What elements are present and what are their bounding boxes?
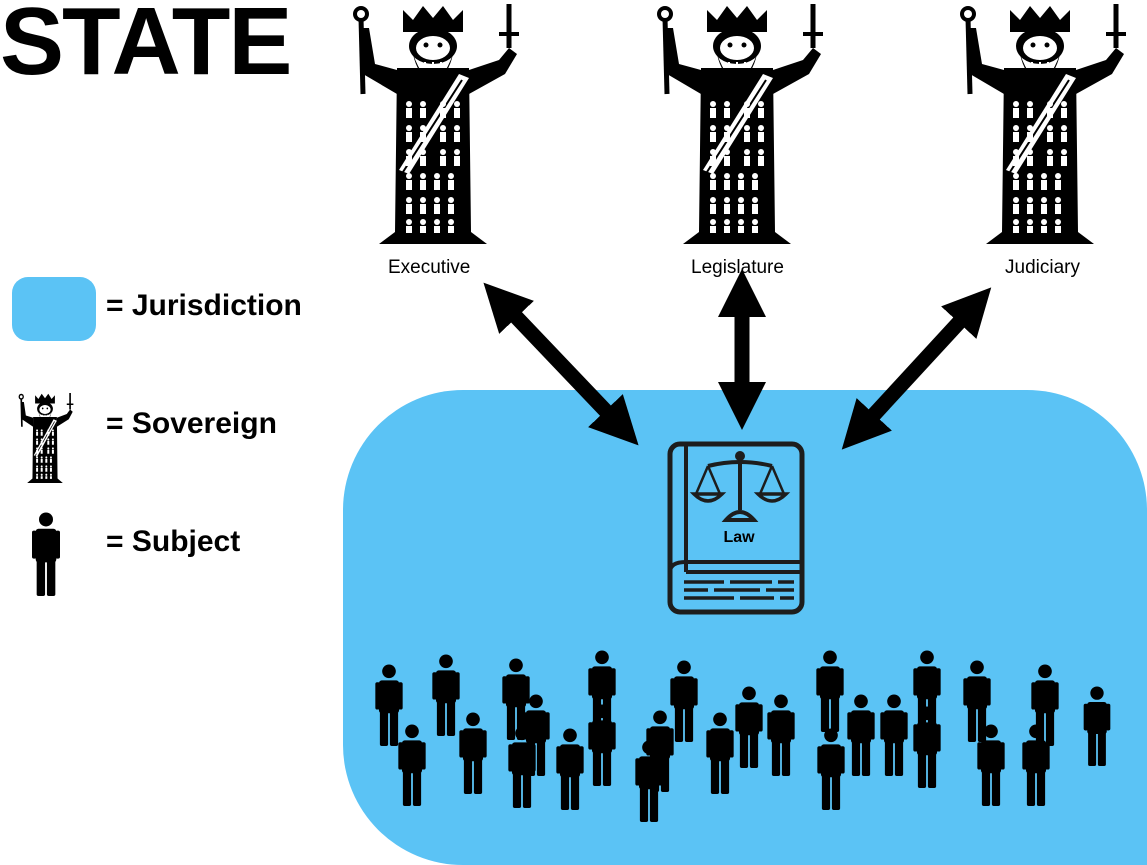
legend-subject-label: = Subject bbox=[106, 525, 241, 558]
executive-label: Executive bbox=[388, 257, 471, 278]
legend-jurisdiction-label: = Jurisdiction bbox=[106, 289, 302, 322]
jurisdiction-swatch bbox=[12, 277, 96, 341]
legend-sovereign-label: = Sovereign bbox=[106, 407, 277, 440]
subject-front-row bbox=[398, 712, 1050, 822]
law-book-scales-icon bbox=[667, 441, 805, 615]
judiciary-law-arrow bbox=[841, 287, 992, 450]
law-label: Law bbox=[723, 529, 755, 546]
executive-law-arrow bbox=[483, 282, 639, 446]
judiciary-label: Judiciary bbox=[1005, 257, 1080, 278]
diagram-title: STATE bbox=[0, 0, 292, 95]
